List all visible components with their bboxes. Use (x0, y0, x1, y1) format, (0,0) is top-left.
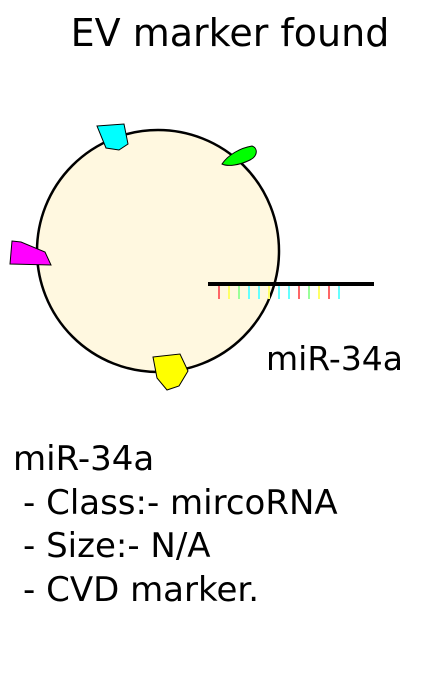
magenta-surface-protein (9, 240, 52, 266)
marker-name: miR-34a (13, 439, 155, 479)
marker-class: - Class:- mircoRNA (23, 482, 338, 523)
marker-size: - Size:- N/A (23, 526, 211, 566)
yellow-surface-protein (152, 353, 189, 391)
marker-type: - CVD marker. (23, 569, 260, 610)
ev-diagram: miR-34a (9, 123, 403, 391)
page-title: EV marker found (70, 11, 390, 55)
vesicle (35, 128, 281, 374)
mirna-bases (218, 286, 340, 299)
marker-details: miR-34a - Class:- mircoRNA - Size:- N/A … (13, 438, 338, 612)
marker-label: miR-34a (266, 339, 403, 378)
green-surface-protein (221, 145, 257, 166)
cyan-surface-protein (96, 123, 129, 151)
